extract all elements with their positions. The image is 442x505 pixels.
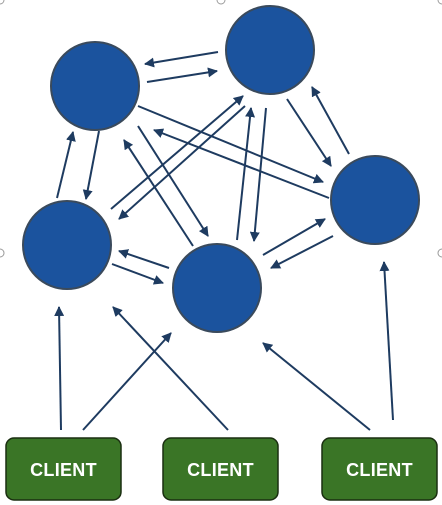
connection-arrows bbox=[54, 51, 394, 431]
connection-arrow bbox=[110, 95, 244, 210]
page-corner-markers bbox=[0, 0, 442, 258]
client-box bbox=[321, 437, 438, 501]
connection-arrow bbox=[137, 125, 209, 237]
connection-arrow bbox=[111, 263, 164, 285]
connection-arrow bbox=[286, 98, 332, 167]
clients: CLIENT CLIENT CLIENT bbox=[5, 437, 438, 501]
client-box bbox=[162, 437, 279, 501]
connection-arrow bbox=[123, 139, 194, 247]
corner-marker bbox=[216, 0, 226, 5]
node-center-bottom bbox=[172, 243, 262, 333]
client-box bbox=[5, 437, 122, 501]
corner-marker bbox=[0, 248, 5, 258]
corner-marker bbox=[437, 0, 442, 5]
connection-arrow bbox=[262, 342, 371, 431]
client-right: CLIENT bbox=[321, 437, 438, 501]
connection-arrow bbox=[270, 235, 334, 269]
node-right bbox=[330, 155, 420, 245]
client-label: CLIENT bbox=[346, 460, 413, 480]
client-left: CLIENT bbox=[5, 437, 122, 501]
server-nodes bbox=[22, 5, 420, 333]
node-top-left bbox=[50, 41, 140, 131]
connection-arrow bbox=[118, 105, 246, 220]
connection-arrow bbox=[262, 218, 326, 256]
connection-arrow bbox=[236, 107, 256, 241]
client-middle: CLIENT bbox=[162, 437, 279, 501]
node-top-right bbox=[225, 5, 315, 95]
client-label: CLIENT bbox=[187, 460, 254, 480]
connection-arrow bbox=[56, 131, 76, 199]
client-label: CLIENT bbox=[30, 460, 97, 480]
connection-arrow bbox=[137, 105, 324, 184]
connection-arrow bbox=[82, 130, 100, 200]
corner-marker bbox=[0, 0, 5, 5]
connection-arrow bbox=[144, 51, 219, 68]
connection-arrow bbox=[118, 249, 170, 269]
connection-arrow bbox=[249, 107, 267, 242]
connection-arrow bbox=[379, 261, 394, 421]
corner-marker bbox=[437, 248, 442, 258]
node-left bbox=[22, 200, 112, 290]
connection-arrow bbox=[146, 67, 218, 83]
connection-arrow bbox=[311, 86, 350, 155]
connection-arrow bbox=[82, 332, 172, 431]
connection-arrow bbox=[112, 306, 229, 431]
connection-arrow bbox=[54, 306, 65, 431]
connection-arrow bbox=[153, 128, 330, 199]
